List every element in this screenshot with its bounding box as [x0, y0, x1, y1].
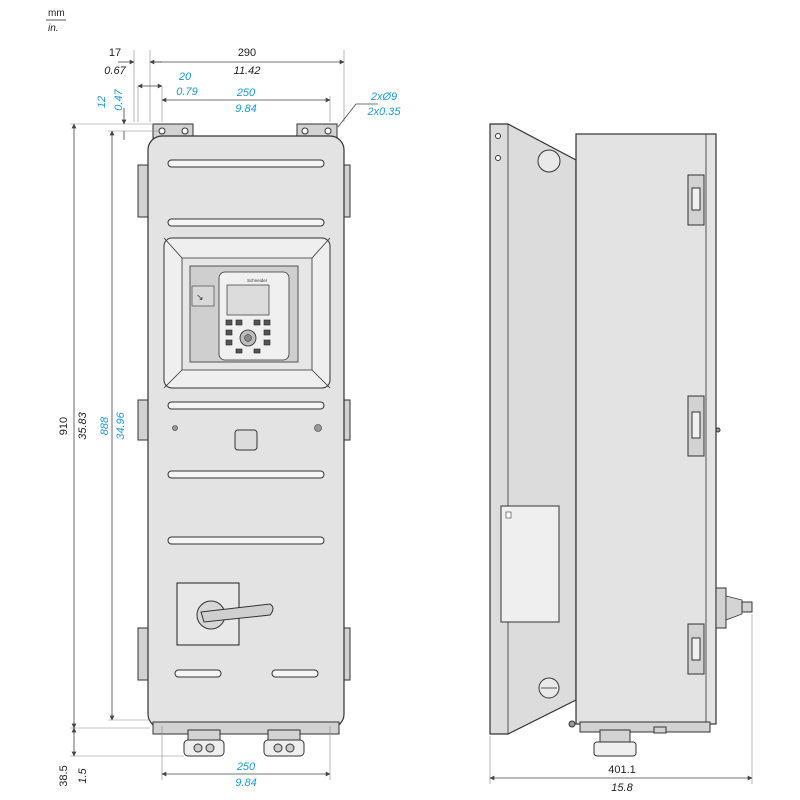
dim-depth-mm: 401.1 — [608, 764, 636, 776]
dim-depth-in: 15.8 — [611, 782, 633, 794]
dim-holes-in: 2x0.35 — [366, 106, 401, 118]
cable-gland-left — [183, 729, 225, 757]
cable-gland-right — [263, 729, 305, 757]
dim-overall-width-in: 11.42 — [234, 65, 261, 77]
dim-overall-height-mm: 910 — [58, 417, 70, 435]
front-view: ↘ Schneider — [137, 123, 351, 757]
side-view — [489, 123, 753, 757]
front-dimensions: 290 11.42 17 0.67 20 0.79 250 9.84 2xØ9 … — [58, 47, 401, 789]
keypad-brand: Schneider — [247, 278, 268, 283]
dim-bottom-mm: 38.5 — [58, 765, 70, 786]
dim-hole-spacing-in: 9.84 — [235, 103, 256, 115]
dim-bottom-in: 1.5 — [77, 767, 89, 783]
dim-hole-offset-in: 0.79 — [176, 86, 197, 98]
keypad-screen — [226, 284, 270, 316]
dim-top-offset-mm: 12 — [96, 96, 108, 108]
units-imperial: in. — [48, 23, 59, 34]
graphic-keypad: ↘ Schneider — [189, 265, 299, 363]
dim-offset-left-in: 0.67 — [104, 65, 126, 77]
dim-hole-height-in: 34.96 — [115, 411, 127, 439]
dim-hole-height-mm: 888 — [99, 416, 111, 435]
svg-text:↘: ↘ — [196, 292, 204, 302]
dim-offset-left-mm: 17 — [109, 47, 121, 59]
dim-holes-mm: 2xØ9 — [370, 91, 397, 103]
dim-hole-spacing-mm: 250 — [236, 87, 256, 99]
dim-bottom-spacing-mm: 250 — [236, 761, 256, 773]
units-metric: mm — [48, 8, 65, 19]
dim-hole-offset-mm: 20 — [178, 71, 192, 83]
side-dimensions: 401.1 15.8 — [489, 614, 753, 794]
dim-overall-width-mm: 290 — [238, 47, 256, 59]
dim-bottom-spacing-in: 9.84 — [235, 777, 256, 789]
dim-overall-height-in: 35.83 — [77, 411, 89, 439]
dim-top-offset-in: 0.47 — [113, 88, 125, 110]
disconnect-switch — [176, 582, 274, 646]
